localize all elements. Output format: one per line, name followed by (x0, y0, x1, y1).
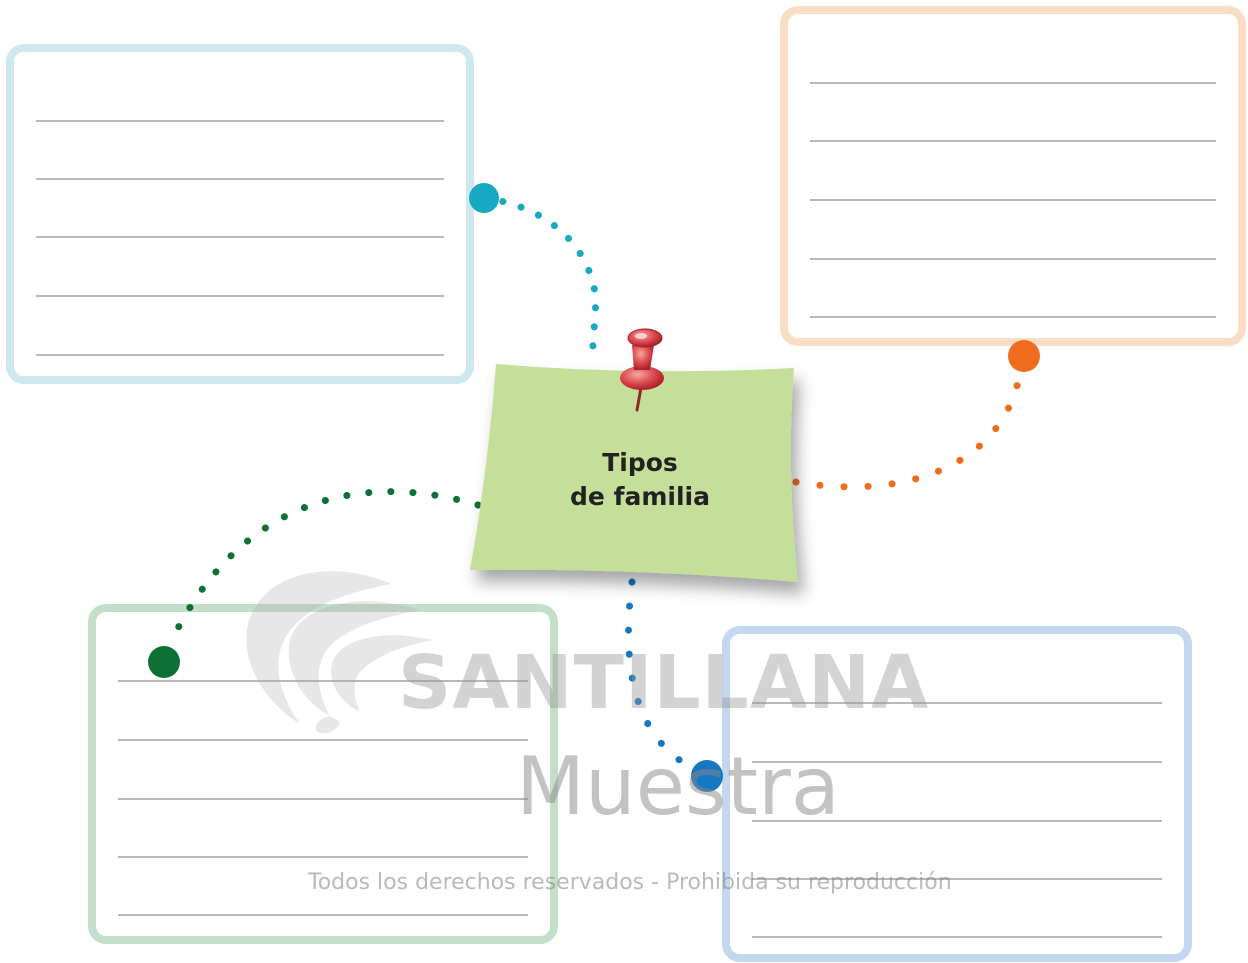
writing-line (810, 140, 1216, 142)
writing-line (752, 936, 1162, 938)
pushpin-icon (620, 328, 664, 412)
writing-line (810, 82, 1216, 84)
central-note-line-2: de familia (570, 482, 710, 511)
sticky-note (470, 364, 798, 582)
connector-top-left (469, 183, 600, 364)
writing-line (36, 354, 444, 356)
writing-line (810, 258, 1216, 260)
writing-line (810, 199, 1216, 201)
watermark-swirl-icon (246, 571, 432, 734)
writing-line (752, 820, 1162, 822)
writing-line (36, 236, 444, 238)
writing-line (36, 120, 444, 122)
writing-line (118, 856, 528, 858)
writing-line (118, 914, 528, 916)
central-note-line-1: Tipos (602, 448, 678, 477)
writing-line (118, 739, 528, 741)
connector-dot-bottom-right (691, 760, 723, 792)
answer-box-top-right[interactable] (780, 6, 1246, 346)
connector-dot-top-left (469, 183, 499, 213)
writing-line (36, 178, 444, 180)
writing-line (752, 878, 1162, 880)
connector-top-right (792, 340, 1040, 491)
writing-line (118, 680, 528, 682)
central-note-title: Tipos de familia (548, 446, 732, 514)
writing-line (752, 761, 1162, 763)
connector-dot-top-right (1008, 340, 1040, 372)
connector-dot-bottom-left (148, 646, 180, 678)
writing-line (810, 316, 1216, 318)
connector-bottom-right (625, 578, 723, 792)
answer-box-bottom-right[interactable] (722, 626, 1192, 962)
writing-line (36, 295, 444, 297)
writing-line (118, 798, 528, 800)
answer-box-top-left[interactable] (6, 44, 474, 384)
connector-bottom-left (148, 488, 482, 678)
writing-line (752, 702, 1162, 704)
